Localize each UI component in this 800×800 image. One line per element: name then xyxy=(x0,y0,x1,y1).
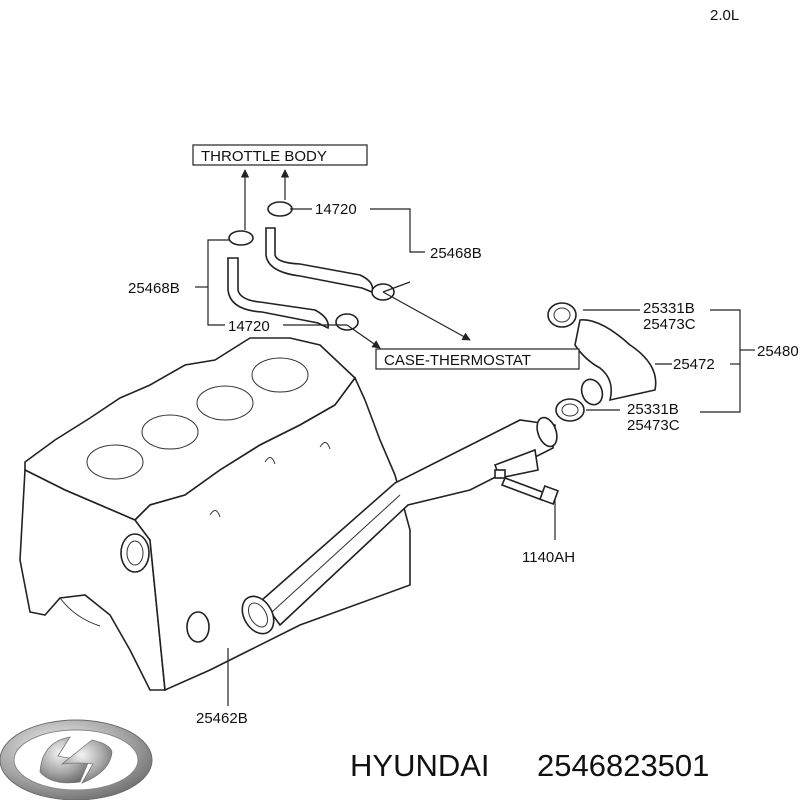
pipe-label: 25462B xyxy=(196,710,248,727)
throttle-body-box xyxy=(192,144,368,166)
group-right-label: 25480 xyxy=(757,343,799,360)
radiator-hose xyxy=(547,302,657,422)
throttle-body-label: THROTTLE BODY xyxy=(201,148,327,165)
clamp-top-label: 25331B xyxy=(643,300,695,317)
bolt-label: 1140AH xyxy=(522,549,575,566)
brand-name: HYUNDAI xyxy=(350,748,490,783)
clamp-lower-label: 14720 xyxy=(228,318,270,335)
case-thermostat-box xyxy=(375,348,580,370)
clamp-bottom-label: 25331B xyxy=(627,401,679,418)
engine-label: 2.0L xyxy=(710,7,739,24)
leader-lines xyxy=(195,169,755,706)
case-thermostat-label: CASE-THERMOSTAT xyxy=(384,352,531,369)
engine-block xyxy=(19,337,411,692)
clamp-top-alt-label: 25473C xyxy=(643,316,696,333)
throttle-hoses xyxy=(227,201,395,331)
hyundai-logo-icon xyxy=(0,719,153,800)
hose-upper-label: 25468B xyxy=(430,245,482,262)
part-number: 2546823501 xyxy=(537,748,709,783)
hose-lower-label: 25468B xyxy=(128,280,180,297)
clamp-bottom-alt-label: 25473C xyxy=(627,417,680,434)
clamp-upper-label: 14720 xyxy=(315,201,357,218)
hose-main-label: 25472 xyxy=(673,356,715,373)
bolt xyxy=(500,476,559,505)
water-pipe xyxy=(241,416,558,635)
